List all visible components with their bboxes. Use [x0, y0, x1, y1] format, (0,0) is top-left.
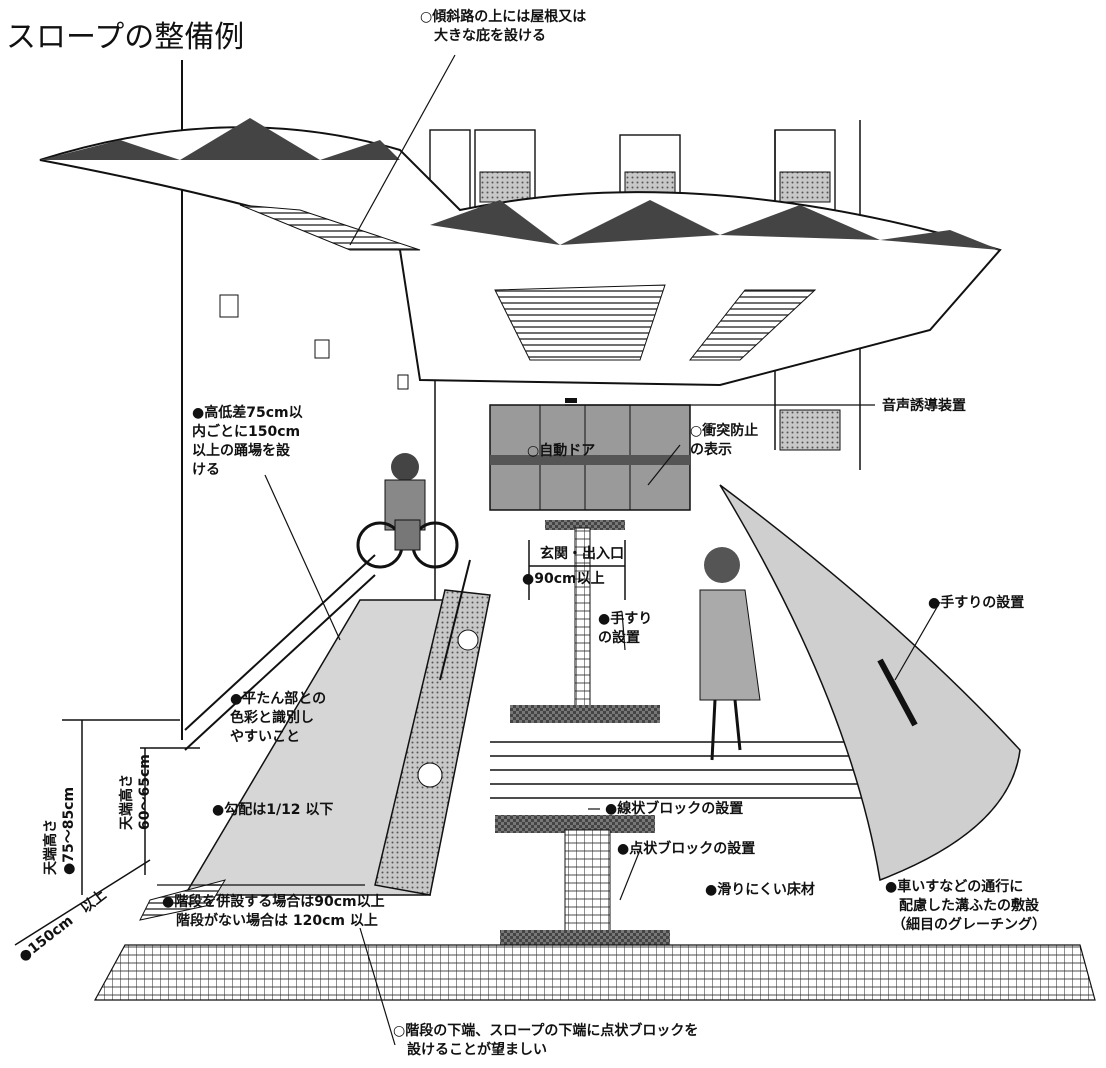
label-roof: ○傾斜路の上には屋根又は 大きな庇を設ける [420, 9, 587, 44]
label-handrail-right: ●手すりの設置 [928, 595, 1025, 611]
pedestrian-figure [699, 547, 761, 761]
label-landing: ●高低差75cm以 内ごとに150cm 以上の踊場を設 ける [192, 405, 303, 478]
bottom-grating [93, 944, 1096, 1001]
label-handrail-center: ●手すり の設置 [598, 611, 653, 646]
ramp-handrail-left [184, 554, 471, 751]
stairs [490, 741, 910, 799]
wheelchair-user-figure [356, 453, 459, 569]
label-color-contrast: ●平たん部との 色彩と識別し やすいこと [230, 691, 327, 745]
label-stairs-width: ●階段を併設する場合は90cm以上 階段がない場合は 120cm 以上 [162, 894, 385, 929]
label-rail-height-high: 天端高さ ●75～85cm [43, 786, 77, 875]
canopy [39, 118, 1002, 387]
label-linear-block: ●線状ブロックの設置 [605, 801, 744, 817]
label-audio-guide: 音声誘導装置 [882, 398, 966, 414]
label-nonslip-floor: ●滑りにくい床材 [705, 882, 815, 898]
entrance-width-marker [528, 540, 626, 600]
label-entrance: 玄関・出入口 [540, 546, 624, 562]
label-rail-height-low: 天端高さ 60～65cm [119, 754, 153, 830]
label-bottom-note: ○階段の下端、スロープの下端に点状ブロックを 設けることが望ましい [393, 1023, 699, 1058]
label-grating: ●車いすなどの通行に 配慮した溝ふたの敷設 （細目のグレーチング） [885, 879, 1046, 933]
leader-lines [157, 54, 941, 1046]
rail-height-dimensions [14, 719, 200, 946]
right-wall-handrail [719, 484, 1021, 882]
diagram-title: スロープの整備例 [6, 20, 245, 55]
label-dot-block: ●点状ブロックの設置 [617, 841, 756, 857]
label-gradient: ●勾配は1/12 以下 [212, 802, 334, 818]
label-entrance-width: ●90cm以上 [522, 571, 605, 587]
ramp [139, 589, 491, 921]
automatic-door [489, 398, 691, 511]
label-automatic-door: ○自動ドア [527, 443, 596, 459]
label-collision-mark: ○衝突防止 の表示 [690, 423, 759, 458]
